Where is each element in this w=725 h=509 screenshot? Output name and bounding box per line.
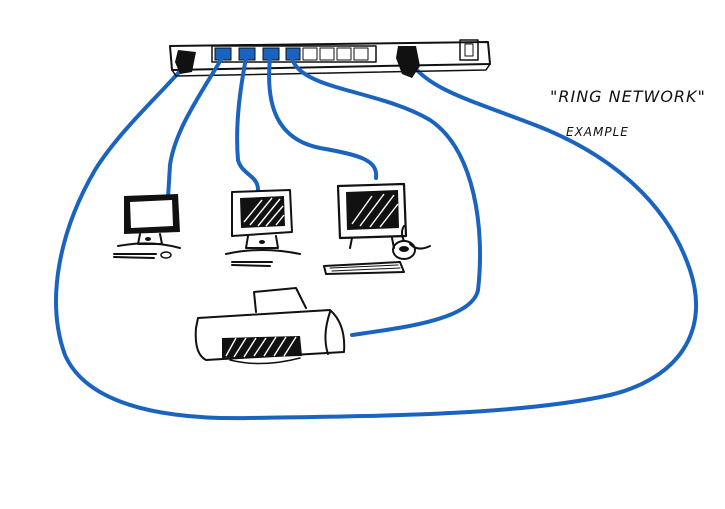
cable-to-computer-2 (235, 56, 260, 192)
small-monitor-icon (113, 194, 181, 259)
cable-to-computer-3 (267, 56, 379, 180)
diagram-title: "RING NETWORK" (550, 87, 706, 106)
cable-to-computer-1 (166, 56, 224, 200)
desktop-monitor-icon (225, 189, 301, 267)
cable-to-printer (290, 56, 482, 337)
workstation-with-keyboard-icon (323, 182, 431, 275)
diagram-subtitle: EXAMPLE (566, 125, 629, 139)
ring-cable (54, 60, 699, 421)
network-switch-icon (169, 39, 491, 78)
printer-icon (194, 287, 346, 365)
